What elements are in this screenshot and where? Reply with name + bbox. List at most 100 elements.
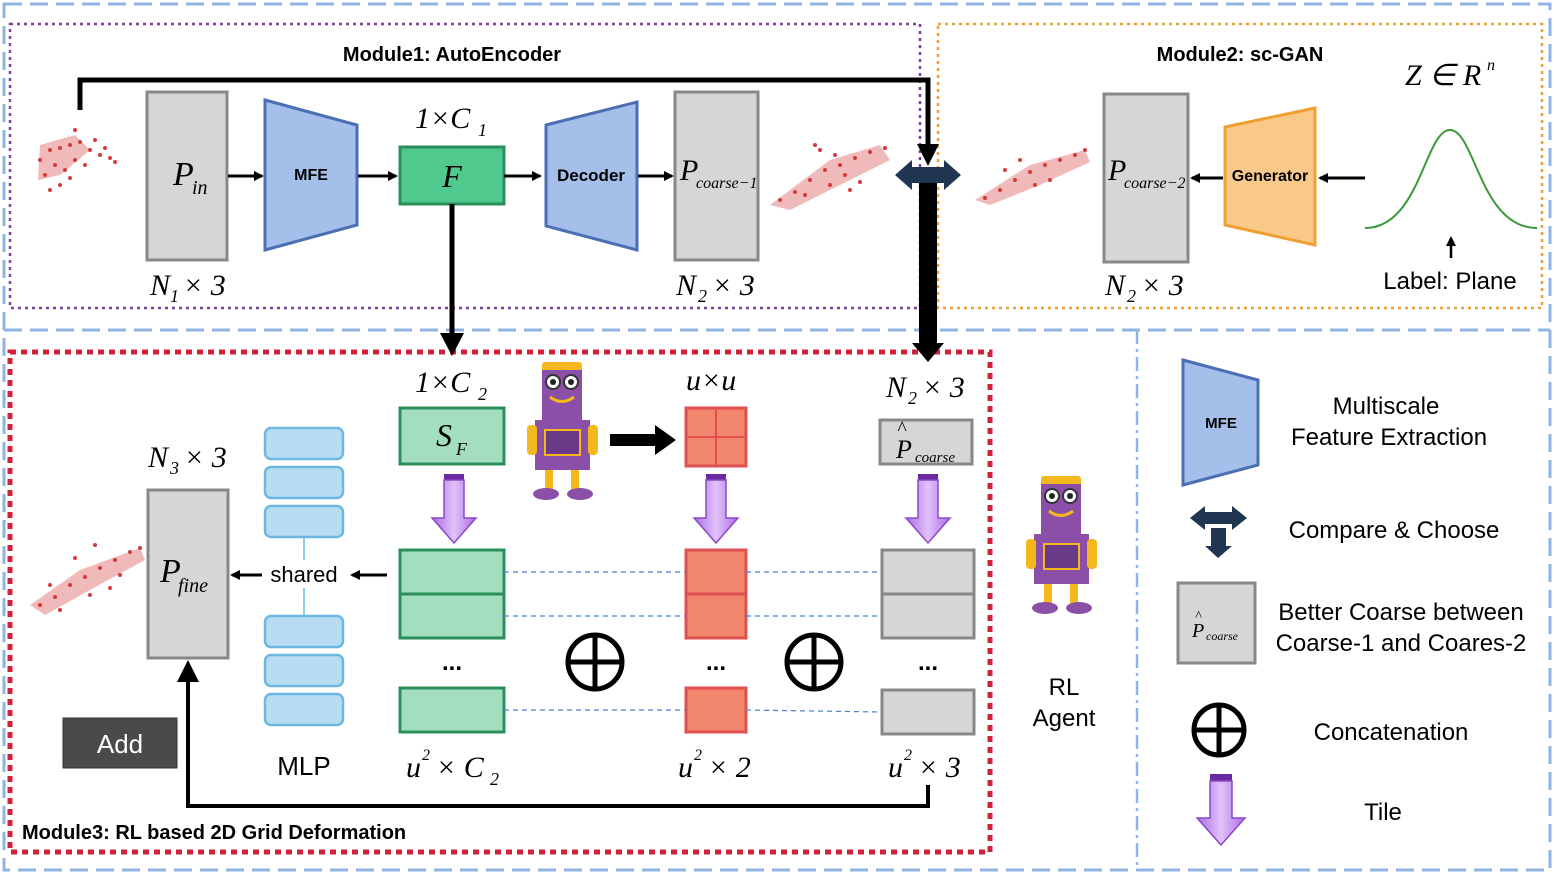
- n3-rest: × 3: [184, 441, 227, 474]
- z-label: Z ∈ R: [1405, 59, 1481, 92]
- n2-label-a: N: [675, 269, 698, 302]
- feature-f-block: [398, 145, 506, 206]
- rl-agent-label-1: RL: [1049, 674, 1080, 701]
- tiled-sf-row-n: [398, 686, 506, 734]
- n1-label: N: [149, 269, 172, 302]
- legend-concat-icon: [1191, 702, 1247, 758]
- gaussian-curve: [1364, 128, 1538, 229]
- z-sup: n: [1487, 57, 1495, 74]
- point-cloud-input: [38, 128, 117, 192]
- n3-sub: 3: [169, 458, 179, 478]
- p-hat-hat: ^: [897, 418, 907, 440]
- uxu-grid: [684, 406, 748, 468]
- bypass-arrow: [77, 77, 939, 166]
- legend-better-1: Better Coarse between: [1278, 599, 1523, 626]
- legend-concat-label: Concatenation: [1314, 719, 1469, 746]
- n2-label-b: N: [1104, 269, 1127, 302]
- legend-mfe-desc-2: Feature Extraction: [1291, 424, 1487, 451]
- p-fine-label: P: [159, 553, 181, 590]
- u2x2-label: u: [678, 751, 693, 784]
- legend-mfe-label: MFE: [1205, 415, 1237, 432]
- tile-arrow-3: [904, 474, 952, 545]
- legend-mfe-icon: [1181, 358, 1260, 487]
- legend-compare-label: Compare & Choose: [1289, 517, 1500, 544]
- p-hat-sub: coarse: [915, 450, 955, 466]
- p-coarse1-label: P: [679, 154, 698, 187]
- concat-symbol-2: [784, 632, 844, 692]
- robot-action-arrow-head: [655, 425, 676, 455]
- legend-better-icon: [1176, 581, 1257, 665]
- mlp-stack: [263, 426, 345, 727]
- generator-label: Generator: [1232, 168, 1308, 185]
- u2x2-rest: × 2: [708, 751, 751, 784]
- p-in-sub: in: [192, 177, 208, 199]
- add-box: [62, 717, 178, 769]
- sf-label: S: [436, 417, 452, 453]
- coarse-row-1: [880, 548, 976, 596]
- generator-block: [1223, 106, 1317, 247]
- n2-label-c: N: [885, 371, 908, 404]
- u2x3-rest: × 3: [918, 751, 961, 784]
- n1-sub: 1: [170, 286, 179, 306]
- tiled-sf-row-1: [398, 548, 506, 596]
- module2-border: [936, 22, 1544, 310]
- coarse-row-2: [880, 592, 976, 640]
- dots-1: ...: [442, 649, 462, 676]
- compare-choose-symbol: [895, 160, 961, 362]
- legend-p-hat: P: [1191, 620, 1204, 642]
- u2x3-label: u: [888, 751, 903, 784]
- legend-p-hat-hat: ^: [1195, 609, 1202, 624]
- point-cloud-coarse2: [975, 148, 1090, 205]
- sf-sub: F: [455, 439, 468, 459]
- p-in-label: P: [172, 156, 194, 193]
- p-coarse2-sub: coarse−2: [1124, 175, 1185, 192]
- row-connectors: [504, 571, 883, 713]
- shared-label: shared: [270, 562, 337, 587]
- p-fine-sub: fine: [178, 575, 208, 597]
- grid-row-1: [684, 548, 748, 596]
- module2-title: Module2: sc-GAN: [1157, 44, 1324, 66]
- module3-title: Module3: RL based 2D Grid Deformation: [22, 822, 406, 844]
- mlp-label: MLP: [277, 751, 330, 781]
- u2c2-sub: 2: [490, 769, 499, 789]
- legend-p-hat-sub: coarse: [1206, 629, 1239, 643]
- tiled-sf-row-2: [398, 592, 506, 640]
- add-feedback-arrow: [177, 660, 930, 808]
- grid-row-2: [684, 592, 748, 640]
- p-coarse1-sub: coarse−1: [696, 175, 757, 192]
- dots-2: ...: [706, 649, 726, 676]
- tile-arrow-2: [692, 474, 740, 545]
- module1-title: Module1: AutoEncoder: [343, 44, 561, 66]
- rl-agent-label-2: Agent: [1033, 705, 1096, 732]
- grid-row-n: [684, 686, 748, 734]
- u2c2-label: u: [406, 751, 421, 784]
- decoder-block: [544, 100, 639, 252]
- p-coarse2-block: [1102, 92, 1190, 264]
- c2-label: 1×C: [415, 366, 471, 399]
- p-coarse1-block: [673, 90, 760, 262]
- p-coarse2-label: P: [1107, 154, 1126, 187]
- p-hat-label: P: [895, 435, 912, 464]
- point-cloud-coarse1: [770, 143, 890, 210]
- u2x3-sup: 2: [904, 747, 912, 764]
- n2-sub-a: 2: [698, 286, 707, 306]
- n2-sub-b: 2: [1127, 286, 1136, 306]
- u2c2-rest: × C: [436, 751, 485, 784]
- decoder-label: Decoder: [557, 166, 625, 185]
- n2-sub-c: 2: [908, 388, 917, 408]
- tile-arrow-1: [430, 474, 478, 545]
- uxu-label: u×u: [686, 364, 736, 397]
- f-label: F: [441, 158, 462, 194]
- legend-better-2: Coarse-1 and Coares-2: [1276, 630, 1527, 657]
- legend-tile-icon: [1195, 774, 1247, 847]
- u2c2-sup: 2: [422, 747, 430, 764]
- p-fine-block: [146, 488, 230, 660]
- n1-rest: × 3: [183, 269, 226, 302]
- coarse-row-n: [880, 688, 976, 736]
- legend-compare-icon: [1190, 506, 1247, 558]
- u2x2-sup: 2: [694, 747, 702, 764]
- mfe-label: MFE: [294, 167, 328, 184]
- module3-border: [7, 349, 993, 855]
